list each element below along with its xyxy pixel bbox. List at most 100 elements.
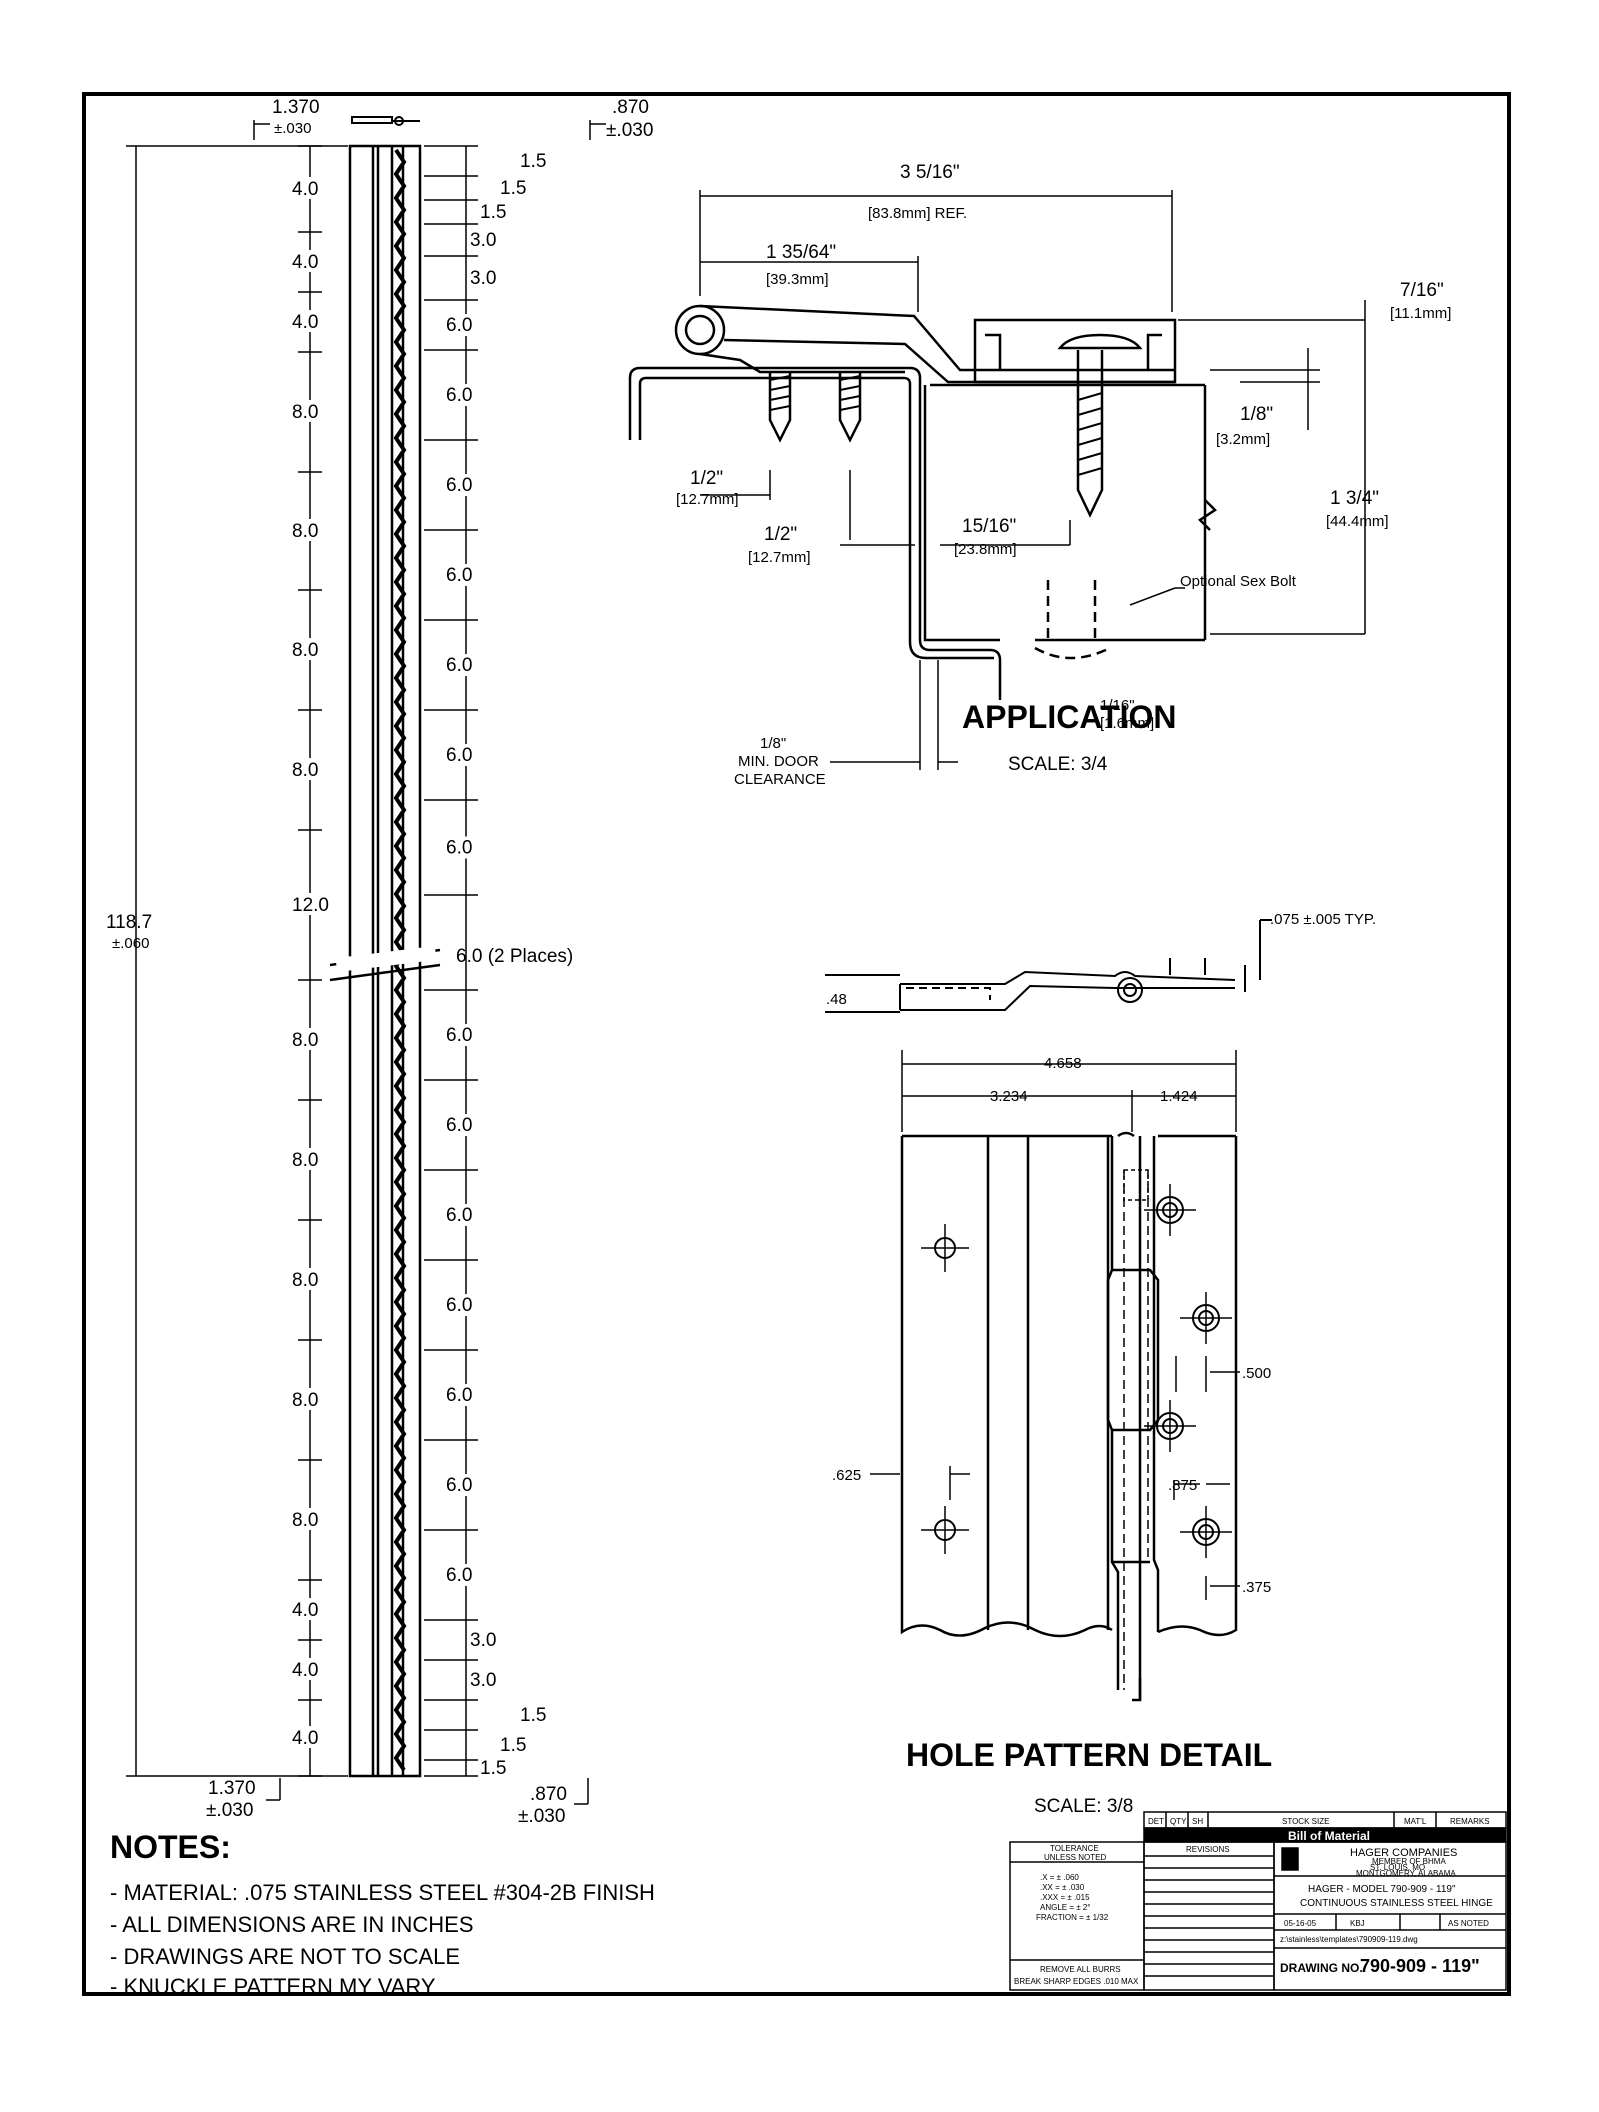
break-symbol	[329, 945, 441, 982]
app-dim-134: 1 3/4"	[1330, 488, 1379, 509]
overall-length-tol: ±.060	[112, 935, 149, 952]
right-dim-mask	[444, 1474, 486, 1496]
bottom-left-leader	[266, 1778, 281, 1801]
title-block: DET QTY SH STOCK SIZE MAT'L REMARKS Bill…	[1009, 1811, 1507, 1991]
top-right-leader	[589, 120, 606, 140]
right-dim-label: 6.0	[446, 1385, 472, 1406]
right-dim-mask	[444, 1294, 486, 1316]
bottom-right-leader	[574, 1778, 589, 1805]
right-dim-mask	[444, 1384, 486, 1406]
left-dim-label: 8.0	[292, 521, 318, 542]
left-dim-label: 8.0	[292, 1150, 318, 1171]
right-dim-label: 1.5	[480, 1758, 506, 1779]
drawing-date: 05-16-05	[1284, 1919, 1317, 1928]
right-dim-label: 6.0	[446, 475, 472, 496]
hole-pattern-title: HOLE PATTERN DETAIL	[906, 1737, 1272, 1773]
app-dim-18: 1/8"	[1240, 404, 1273, 425]
overlap-dim: 1/16"	[1100, 697, 1135, 714]
hinge-plan-view	[900, 1131, 1238, 1702]
right-dim-mask	[518, 1704, 560, 1726]
optional-bolt-label: Optional Sex Bolt	[1180, 573, 1297, 590]
app-dim-12a: 1/2"	[690, 468, 723, 489]
right-dim-mask	[498, 177, 540, 199]
left-dim-mask	[290, 177, 332, 199]
overall-length: 118.7	[106, 912, 152, 933]
right-dim-mask	[444, 1204, 486, 1226]
right-dim-label: 3.0	[470, 1630, 496, 1651]
bom-header-qty: QTY	[1170, 1817, 1187, 1826]
app-dim-overall: 3 5/16"	[900, 162, 960, 183]
note-item: - DRAWINGS ARE NOT TO SCALE	[110, 1944, 460, 1969]
left-dim-label: 4.0	[292, 252, 318, 273]
app-dim-leaf-mm: [39.3mm]	[766, 271, 829, 288]
top-section-icon	[351, 116, 420, 126]
application-title: APPLICATION	[962, 699, 1177, 735]
bom-header-matl: MAT'L	[1404, 1817, 1427, 1826]
right-dim-label: 6.0	[446, 565, 472, 586]
right-dim-mask	[468, 229, 510, 251]
right-dim-label: 6.0	[446, 655, 472, 676]
note-item: - ALL DIMENSIONS ARE IN INCHES	[110, 1912, 474, 1937]
left-dim-mask	[290, 758, 332, 780]
right-dim-mask	[444, 314, 486, 336]
app-dim-12b-mm: [12.7mm]	[748, 549, 811, 566]
door-clearance-3: CLEARANCE	[734, 771, 826, 788]
overall-length-dim	[126, 145, 348, 1777]
right-dim-mask	[444, 654, 486, 676]
left-dim-mask	[290, 638, 332, 660]
notes-title: NOTES:	[110, 1829, 231, 1865]
bottom-right-dim: .870	[530, 1784, 567, 1805]
left-dim-label: 4.0	[292, 179, 318, 200]
bottom-left-dim: 1.370	[208, 1778, 256, 1799]
left-dim-mask	[290, 1598, 332, 1620]
left-dim-mask	[290, 310, 332, 332]
left-dimension-chain: 4.04.04.08.08.08.08.012.08.08.08.08.08.0…	[290, 145, 332, 1777]
right-dim-label: 6.0	[446, 1025, 472, 1046]
right-dim-label: 6.0	[446, 1475, 472, 1496]
bottom-right-tol: ±.030	[518, 1806, 565, 1827]
right-dim-label: 3.0	[470, 1670, 496, 1691]
right-dim-mask	[498, 1734, 540, 1756]
right-dim-mask	[444, 384, 486, 406]
left-dim-mask	[290, 519, 332, 541]
app-dim-18-mm: [3.2mm]	[1216, 431, 1270, 448]
tolerance-line: .X = ± .060	[1040, 1873, 1079, 1882]
screw-threads	[769, 375, 1103, 476]
tolerance-line: .XX = ± .030	[1040, 1883, 1085, 1892]
app-dim-1516: 15/16"	[962, 516, 1016, 537]
right-dim-label: 1.5	[500, 1735, 526, 1756]
tolerance-line: ANGLE = ± 2°	[1040, 1903, 1091, 1912]
drawing-scale: AS NOTED	[1448, 1919, 1489, 1928]
company-sub: MEMBER OF BHMA	[1372, 1857, 1446, 1866]
bottom-left-tol: ±.030	[206, 1800, 253, 1821]
right-dim-label: 6.0	[446, 385, 472, 406]
tolerance-note: REMOVE ALL BURRS	[1040, 1965, 1121, 1974]
right-dim-mask	[468, 267, 510, 289]
right-dim-label: 6.0	[446, 315, 472, 336]
hole-group	[921, 1184, 1232, 1558]
right-dim-mask	[444, 564, 486, 586]
bom-header-remarks: REMARKS	[1450, 1817, 1490, 1826]
note-item: - MATERIAL: .075 STAINLESS STEEL #304-2B…	[110, 1880, 655, 1905]
door-clearance-1: 1/8"	[760, 735, 786, 752]
hole-pattern-small-dims	[870, 1356, 1240, 1600]
file-path: z:\stainless\templates\790909-119.dwg	[1280, 1935, 1418, 1944]
right-dimension-chain: 1.51.51.53.03.06.06.06.06.06.06.06.06.06…	[424, 145, 560, 1779]
app-dim-716: 7/16"	[1400, 280, 1444, 301]
left-dim-mask	[290, 1028, 332, 1050]
hinge-side-profile	[825, 919, 1272, 1013]
right-dim-mask	[444, 744, 486, 766]
top-width-leader	[253, 120, 270, 140]
application-scale: SCALE: 3/4	[1008, 754, 1108, 775]
right-dim-label: 6.0	[446, 1295, 472, 1316]
drawn-by: KBJ	[1350, 1919, 1365, 1928]
right-dim-mask	[444, 474, 486, 496]
right-dim-label: 6.0	[446, 745, 472, 766]
left-dim-label: 12.0	[292, 895, 329, 916]
hinge-elevation: 118.7 ±.060 1.370 ±.030 .870 ±.030 1.370…	[106, 97, 653, 1827]
right-dim-mask	[468, 1629, 510, 1651]
left-dim-mask	[290, 1148, 332, 1170]
left-dim-mask	[290, 1658, 332, 1680]
left-dim-mask	[290, 1726, 332, 1748]
top-right-tol: ±.030	[606, 120, 653, 141]
